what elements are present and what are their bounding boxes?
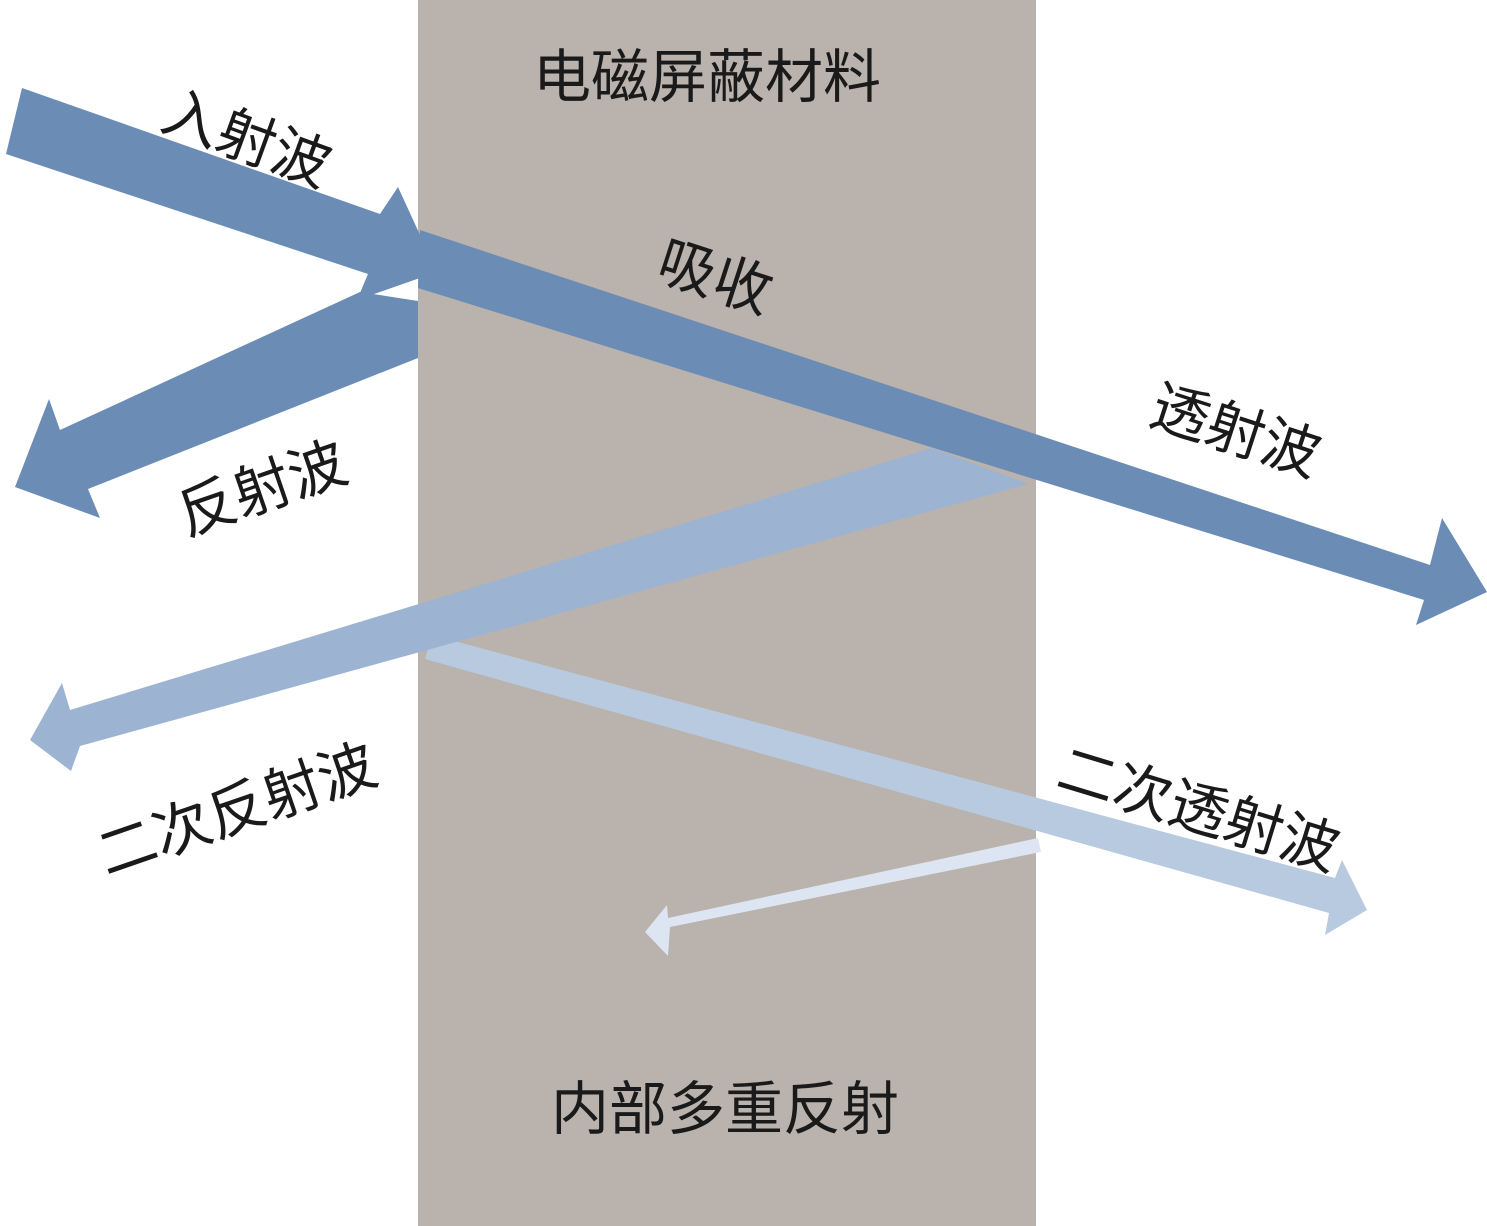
reflected-wave-arrow (15, 292, 418, 518)
internal-reflection-wave-arrow (645, 838, 1041, 956)
incident-wave-arrow (6, 88, 437, 300)
material-label: 电磁屏蔽材料 (533, 43, 882, 111)
internal-reflection-label: 内部多重反射 (551, 1075, 900, 1143)
transmitted-wave-arrow (418, 230, 1487, 625)
secondary-transmitted-wave-arrow (425, 635, 1367, 935)
secondary-reflected-wave-arrow (30, 448, 1028, 771)
